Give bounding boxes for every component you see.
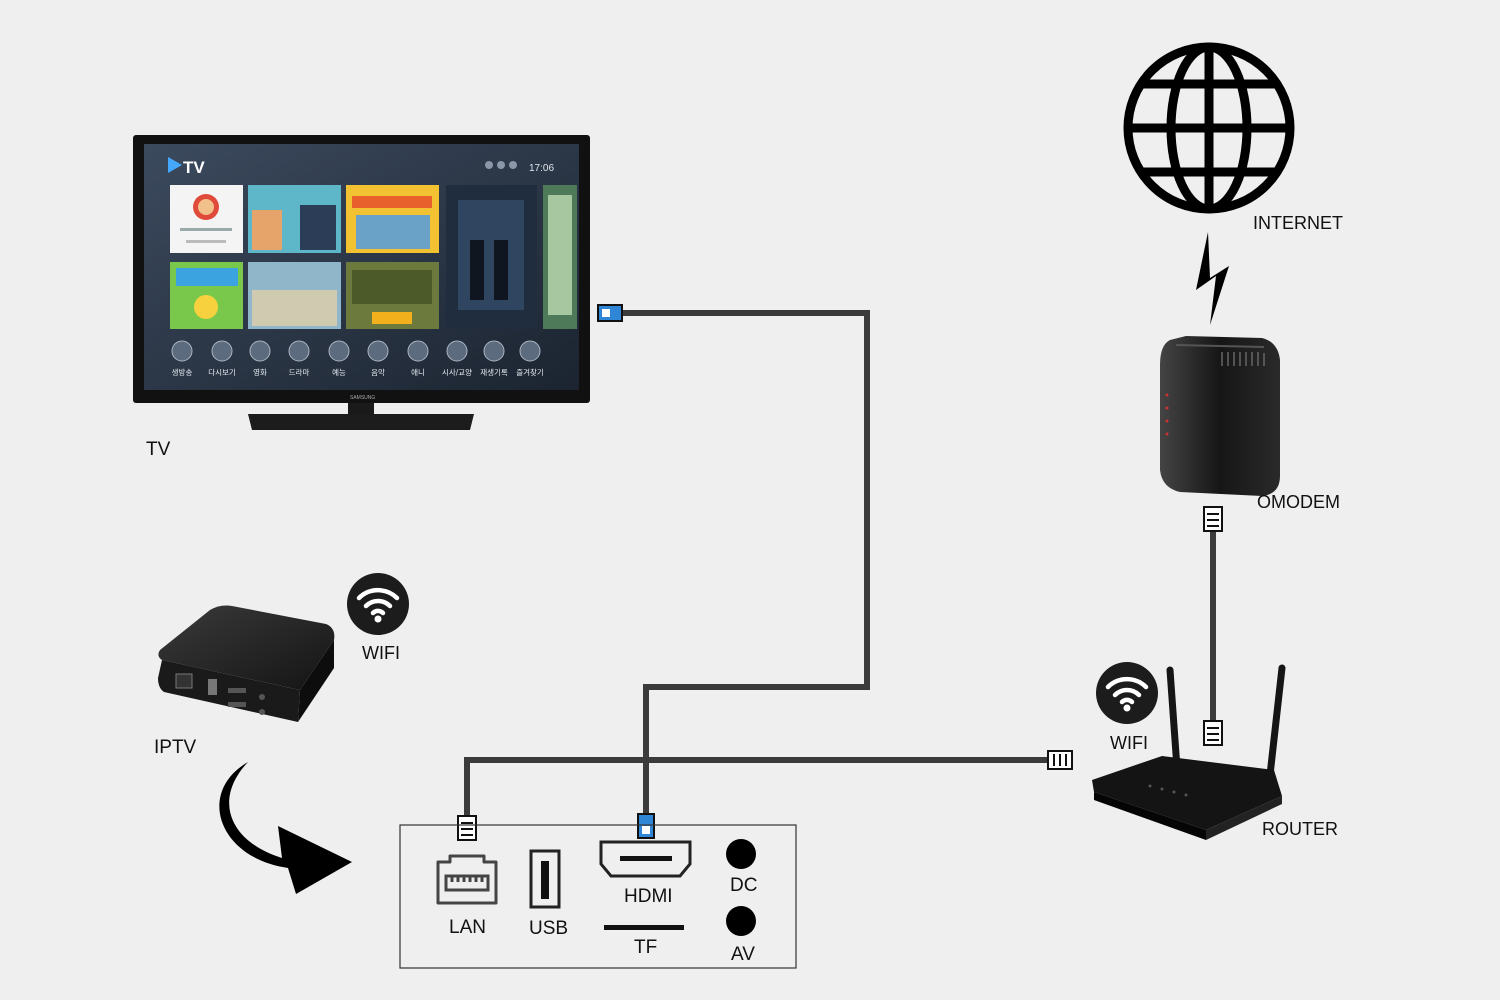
- rj45-connector-box: [457, 815, 477, 841]
- hdmi-port-icon: [599, 840, 692, 878]
- tv-menu-icon: [211, 340, 233, 362]
- tv-menu-icon: [446, 340, 468, 362]
- router: [1092, 664, 1286, 840]
- tv-menu-icon: [407, 340, 429, 362]
- curved-arrow-icon: [219, 762, 352, 894]
- tv-menu-label: 예능: [332, 367, 346, 377]
- dc-port-label: DC: [730, 875, 758, 896]
- tv-menu-icon: [288, 340, 310, 362]
- tv-stand-neck: [348, 403, 374, 415]
- tv: TV 17:06 생방송 다시보기 영화 드라마 예능 음악 애니 시사/교양 재생기록 즐겨찾기: [133, 135, 590, 430]
- lightning-icon: [1196, 232, 1229, 325]
- tf-slot: [604, 925, 684, 930]
- lan-port-label: LAN: [449, 917, 486, 938]
- internet-label: INTERNET: [1253, 213, 1343, 233]
- tv-menu-icon: [328, 340, 350, 362]
- usb-port-icon: [529, 849, 561, 909]
- iptv-wifi-label: WIFI: [362, 643, 400, 663]
- rj45-connector-router-side: [1047, 750, 1073, 770]
- rj45-connector-router: [1203, 720, 1223, 746]
- tv-menu-icon: [249, 340, 271, 362]
- tv-menu-label: 애니: [411, 368, 425, 377]
- tv-menu-label: 즐겨찾기: [516, 367, 544, 377]
- tv-label: TV: [146, 439, 171, 460]
- omodem-label: OMODEM: [1257, 492, 1340, 512]
- hdmi-port-label: HDMI: [624, 886, 673, 907]
- tv-brand: SAMSUNG: [350, 395, 375, 401]
- router-wifi-label: WIFI: [1110, 733, 1148, 753]
- tv-menu-label: 다시보기: [208, 368, 236, 377]
- hdmi-connector-tv: [597, 304, 623, 322]
- tv-menu-label: 드라마: [289, 368, 310, 377]
- lan-cable: [464, 757, 1048, 816]
- usb-port-label: USB: [529, 918, 569, 939]
- tv-menu-label: 음악: [371, 367, 385, 377]
- tv-menu-icon: [367, 340, 389, 362]
- tv-stand-base: [248, 414, 474, 430]
- iptv-label: IPTV: [154, 737, 197, 758]
- globe-icon: [1123, 42, 1295, 214]
- tv-menu-label: 재생기록: [480, 367, 508, 377]
- tv-menu-label: 시사/교양: [442, 368, 472, 377]
- tv-menu: 생방송 다시보기 영화 드라마 예능 음악 애니 시사/교양 재생기록 즐겨찾기: [171, 340, 544, 377]
- rj45-connector-modem: [1203, 506, 1223, 532]
- wifi-icon: [1096, 662, 1158, 724]
- omodem: [1160, 336, 1280, 496]
- hdmi-connector-box: [637, 813, 655, 839]
- router-label: ROUTER: [1262, 819, 1338, 839]
- wifi-icon: [347, 573, 409, 635]
- iptv-box: [158, 605, 335, 722]
- tv-tiles: [170, 185, 577, 329]
- tv-logo-icon: [168, 157, 182, 173]
- lan-port-icon: [436, 854, 498, 905]
- tv-menu-icon: [519, 340, 541, 362]
- hdmi-cable: [622, 310, 870, 816]
- port-panel: [399, 824, 797, 969]
- tv-menu-label: 생방송: [172, 367, 193, 377]
- tv-menu-icon: [483, 340, 505, 362]
- av-port-label: AV: [731, 944, 755, 965]
- tv-screen-logo: TV: [183, 158, 205, 177]
- tf-slot-label: TF: [634, 937, 658, 958]
- av-port: [726, 906, 756, 936]
- tv-menu-label: 영화: [253, 367, 267, 377]
- dc-port: [726, 839, 756, 869]
- tv-screen-time: 17:06: [529, 163, 554, 174]
- cables: [464, 310, 1216, 816]
- tv-menu-icon: [171, 340, 193, 362]
